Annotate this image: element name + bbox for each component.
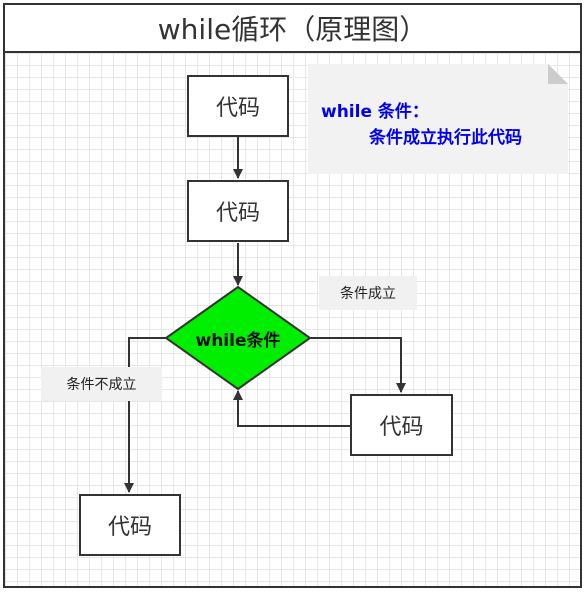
true-branch-label: 条件成立 [319,276,417,310]
note-card [308,64,568,174]
diagram-title: while循环（原理图） [157,13,428,46]
process-box-loop-body: 代码 [350,394,453,456]
process-label: 代码 [215,96,260,121]
false-branch-label: 条件不成立 [41,367,162,401]
process-box-after-loop: 代码 [79,494,181,556]
process-box-code-1: 代码 [187,75,289,137]
process-label: 代码 [215,201,260,226]
process-box-code-2: 代码 [187,180,289,242]
process-label: 代码 [107,515,152,540]
arrow-condition-true [310,337,406,393]
process-label: 代码 [379,415,424,440]
arrow-condition-false [124,337,166,493]
note-line-2: 条件成立执行此代码 [369,128,522,148]
arrow-loop-back [233,390,350,427]
condition-label: while条件 [195,330,281,351]
title-bar: while循环（原理图） [3,3,582,53]
decision-diamond [164,285,312,391]
note-line-1: while 条件： [321,102,429,122]
